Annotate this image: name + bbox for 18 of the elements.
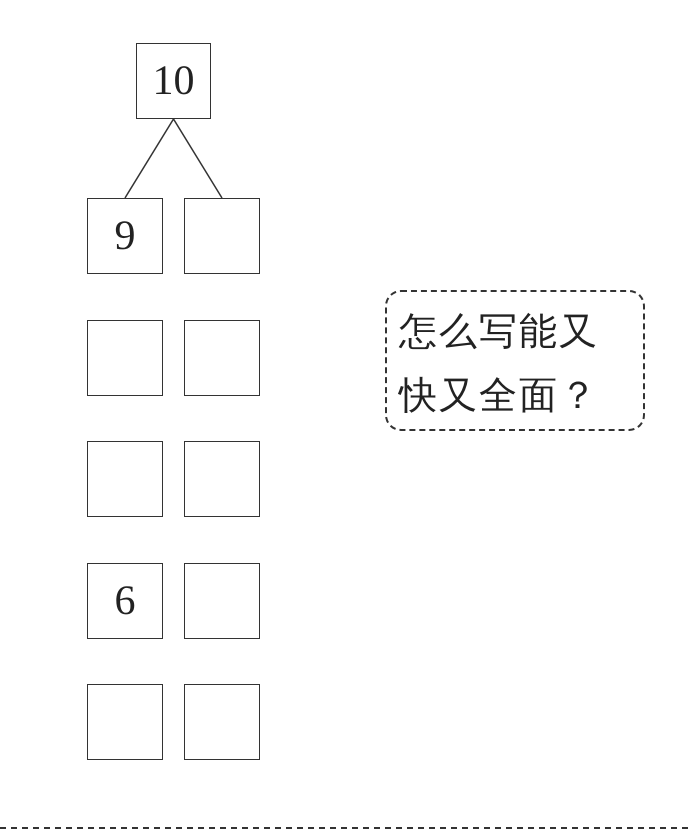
number-box: [136, 43, 211, 119]
answer-box: [184, 441, 260, 517]
speech-bubble: [385, 290, 645, 431]
connector-line: [172, 118, 223, 198]
answer-box: [184, 684, 260, 760]
answer-box: [87, 320, 163, 396]
answer-box: [87, 441, 163, 517]
answer-box: [184, 320, 260, 396]
number: 9: [114, 215, 136, 257]
answer-box: [184, 198, 260, 274]
answer-box: [184, 563, 260, 639]
connector-line: [124, 118, 174, 198]
number: 10: [152, 60, 194, 102]
number-box: [87, 563, 163, 639]
number: 6: [114, 580, 136, 622]
number-box: [87, 198, 163, 274]
answer-box: [87, 684, 163, 760]
question-text: 怎么写能又快又全面？: [399, 310, 599, 419]
